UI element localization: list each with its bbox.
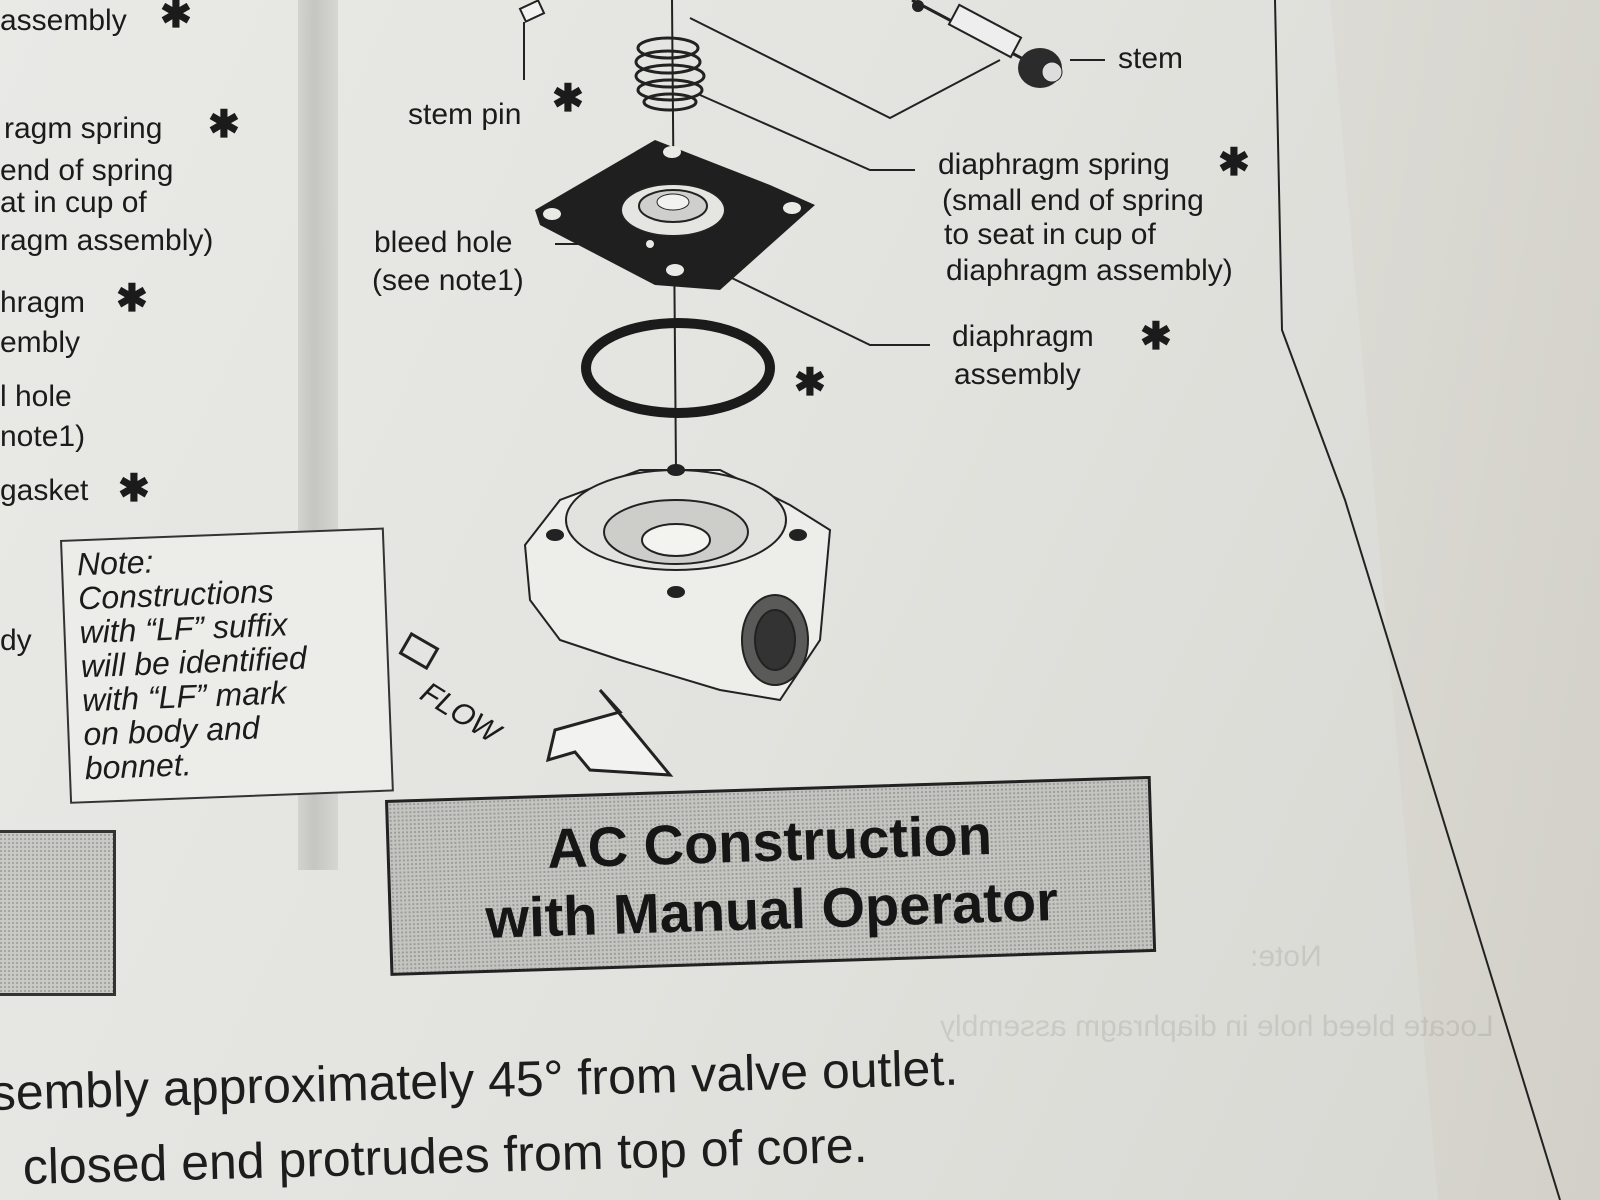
left-label-ragm-assembly: ragm assembly) [0,224,214,257]
valve-body-part [523,464,832,702]
label-diaphragm-spring: diaphragm spring [938,148,1170,181]
left-label-dy: dy [0,624,32,657]
left-label-ragm-spring: ragm spring [4,112,163,145]
left-label-gasket: gasket [0,474,89,507]
label-stem: stem [1118,42,1184,75]
left-label-at-in-cup: at in cup of [0,186,147,219]
label-assembly: assembly [954,358,1081,391]
asterisk-mark: ✱ [118,468,150,510]
asterisk-mark: ✱ [794,362,826,404]
left-label-hragm: hragm [0,286,86,319]
diaphragm-assembly-part [535,140,815,290]
asterisk-mark: ✱ [1218,142,1250,184]
label-small-end: (small end of spring [942,184,1204,217]
left-label-note1: note1) [0,420,86,453]
gasket-part [581,318,775,418]
diaphragm-spring-part [634,36,706,112]
asterisk-mark: ✱ [208,104,240,146]
title-box: AC Construction with Manual Operator [385,775,1157,976]
left-label-embly: embly [0,326,81,359]
stem-part [911,0,1063,88]
note-box: Note: Constructions with “LF” suffix wil… [60,527,394,804]
label-diaphragm: diaphragm [952,320,1094,353]
flow-arrow [398,631,674,777]
label-see-note1: (see note1) [372,264,524,297]
asterisk-mark: ✱ [160,0,192,36]
stem-pin-part [518,0,546,80]
asterisk-mark: ✱ [552,78,584,120]
label-to-seat: to seat in cup of [944,218,1156,251]
asterisk-mark: ✱ [1140,316,1172,358]
left-label-hole: l hole [0,380,72,413]
left-label-assembly: assembly [0,4,127,37]
label-bleed-hole: bleed hole [374,226,513,259]
shaded-box-fragment [0,830,116,996]
left-label-end-of-spring: end of spring [0,154,174,187]
note-text: Note: Constructions with “LF” suffix wil… [76,543,308,787]
label-stem-pin: stem pin [408,98,522,131]
asterisk-mark: ✱ [116,278,148,320]
label-diaphragm-assembly-paren: diaphragm assembly) [946,254,1233,287]
